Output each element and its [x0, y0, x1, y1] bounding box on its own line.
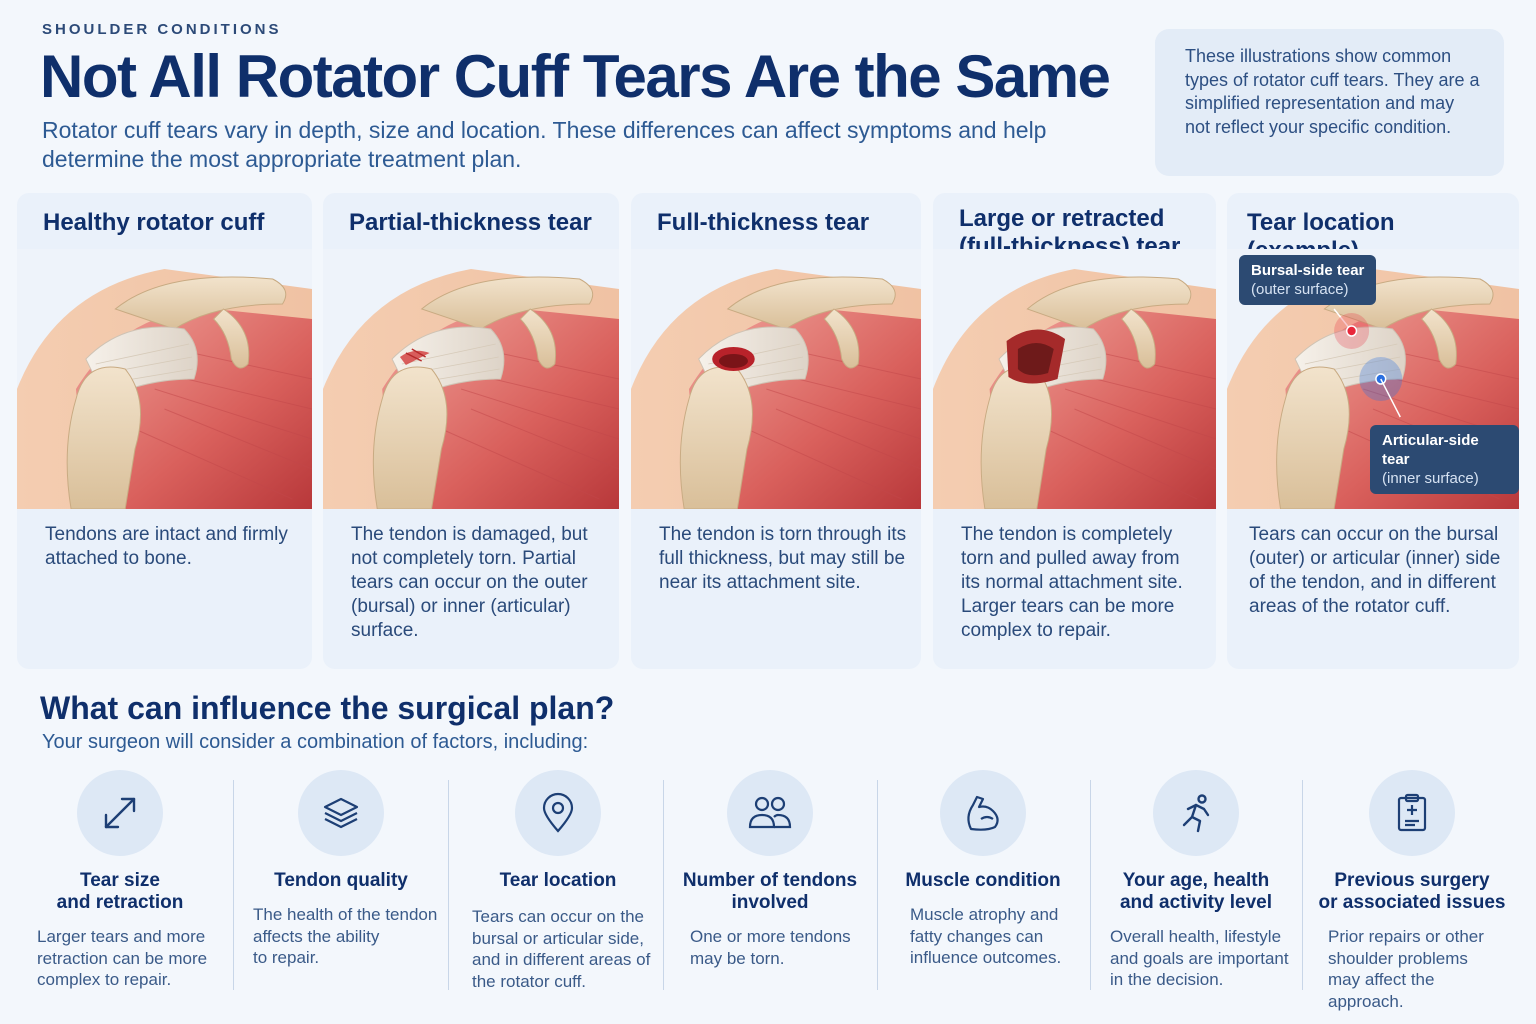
divider [663, 780, 664, 990]
factor-description: One or more tendons may be torn. [690, 927, 851, 968]
arrows-diagonal-icon [77, 770, 163, 856]
panel-partial-tear: Partial-thickness tear The tendon is dam… [323, 193, 619, 669]
factor-title: Previous surgery or associated issues [1318, 870, 1506, 913]
callout-subtitle: (outer surface) [1251, 281, 1349, 298]
factor-tendon-quality: Tendon quality The health of the tendon … [243, 770, 439, 995]
factor-title: Your age, health and activity level [1119, 870, 1273, 913]
location-pin-icon [515, 770, 601, 856]
panel-tear-location: Tear location (example) Bursal-side tear… [1227, 193, 1519, 669]
panel-description: Tears can occur on the bursal (outer) or… [1249, 524, 1501, 617]
panel-description: The tendon is completely torn and pulled… [961, 524, 1183, 641]
factor-number-of-tendons: Number of tendons involved One or more t… [672, 770, 868, 995]
factor-description: Larger tears and more retraction can be … [37, 927, 208, 989]
factor-previous-surgery: Previous surgery or associated issues Pr… [1314, 770, 1510, 1011]
panel-description: Tendons are intact and firmly attached t… [45, 524, 288, 569]
people-icon [727, 770, 813, 856]
divider [1090, 780, 1091, 990]
panel-description: The tendon is torn through its full thic… [659, 524, 907, 593]
factor-tear-size: Tear size and retraction Larger tears an… [22, 770, 218, 995]
panel-title: Partial-thickness tear [349, 209, 592, 236]
flexed-arm-icon [940, 770, 1026, 856]
panel-title: Full-thickness tear [657, 209, 870, 236]
factor-title: Muscle condition [905, 870, 1061, 891]
panel-title: Large or retracted (full-thickness) tear [959, 205, 1181, 260]
panel-title: Healthy rotator cuff [43, 209, 265, 236]
eyebrow-label: SHOULDER CONDITIONS [42, 21, 282, 38]
partial-tear-illustration [323, 249, 619, 509]
divider [233, 780, 234, 990]
full-thickness-tear-illustration [631, 249, 921, 509]
factor-description: Overall health, lifestyle and goals are … [1110, 927, 1289, 989]
factor-tear-location: Tear location Tears can occur on the bur… [460, 770, 656, 995]
divider [877, 780, 878, 990]
panel-large-retracted-tear: Large or retracted (full-thickness) tear… [933, 193, 1216, 669]
factor-title: Tendon quality [274, 870, 408, 891]
factor-muscle-condition: Muscle condition Muscle atrophy and fatt… [885, 770, 1081, 995]
callout-title: Bursal-side tear [1251, 262, 1365, 279]
panel-full-thickness-tear: Full-thickness tear The tendon is torn t… [631, 193, 921, 669]
factor-title: Tear location [499, 870, 617, 891]
factor-title: Tear size and retraction [56, 870, 184, 913]
factors-section-title: What can influence the surgical plan? [40, 690, 615, 726]
healthy-shoulder-illustration [17, 249, 312, 509]
factor-description: Tears can occur on the bursal or articul… [472, 907, 651, 991]
divider [1302, 780, 1303, 990]
factor-description: The health of the tendon affects the abi… [253, 905, 438, 967]
page-subtitle: Rotator cuff tears vary in depth, size a… [42, 117, 1047, 172]
factors-section-subtitle: Your surgeon will consider a combination… [42, 731, 589, 753]
tear-location-illustration [1227, 249, 1519, 509]
layers-icon [298, 770, 384, 856]
running-person-icon [1153, 770, 1239, 856]
bursal-side-callout: Bursal-side tear (outer surface) [1239, 255, 1377, 305]
page-title: Not All Rotator Cuff Tears Are the Same [40, 43, 1111, 110]
disclaimer-box: These illustrations show common types of… [1155, 29, 1504, 176]
factor-description: Muscle atrophy and fatty changes can inf… [910, 905, 1062, 967]
articular-side-callout: Articular-side tear (inner surface) [1370, 425, 1519, 494]
callout-title: Articular-side tear [1382, 432, 1479, 468]
callout-subtitle: (inner surface) [1382, 470, 1479, 487]
factor-description: Prior repairs or other shoulder problems… [1328, 927, 1484, 1011]
clipboard-medical-icon [1369, 770, 1455, 856]
factor-age-health-activity: Your age, health and activity level Over… [1098, 770, 1294, 995]
panel-description: The tendon is damaged, but not completel… [351, 524, 588, 641]
panel-healthy: Healthy rotator cuff Tendons are intact … [17, 193, 312, 669]
factor-title: Number of tendons involved [682, 870, 858, 913]
large-retracted-tear-illustration [933, 249, 1216, 509]
divider [448, 780, 449, 990]
